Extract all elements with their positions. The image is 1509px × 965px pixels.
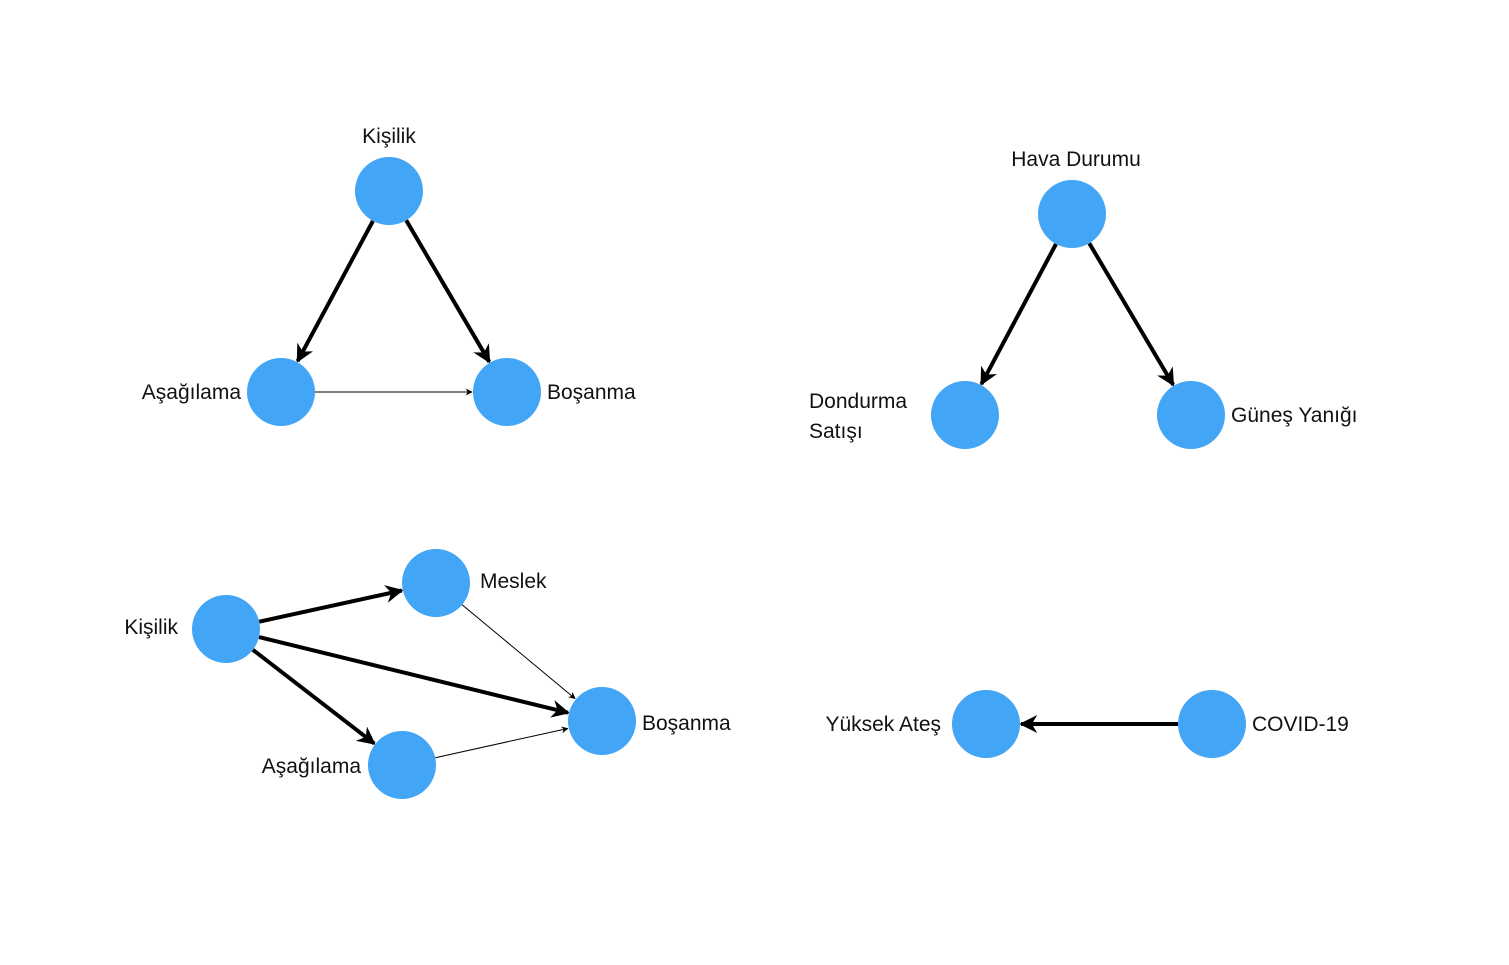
- node-label-kisilik: Kişilik: [124, 616, 178, 639]
- edges-layer: [251, 219, 1178, 759]
- node-label-bosanma: Boşanma: [642, 712, 731, 735]
- node-asagilama[interactable]: [247, 358, 315, 426]
- edge-meslek-to-bosanma: [461, 604, 576, 700]
- edge-kisilik-to-asagilama: [295, 220, 375, 363]
- node-dondurma[interactable]: [931, 381, 999, 449]
- edge-kisilik-to-asagilama: [251, 648, 376, 746]
- node-label-dondurma-line2: Satışı: [809, 420, 863, 443]
- node-asagilama[interactable]: [368, 731, 436, 799]
- node-label-asagilama: Aşağılama: [142, 381, 242, 404]
- node-bosanma[interactable]: [568, 687, 636, 755]
- edge-kisilik-to-bosanma: [404, 219, 492, 364]
- edge-kisilik-to-meslek: [258, 585, 404, 624]
- node-hava[interactable]: [1038, 180, 1106, 248]
- edge-hava-to-gunes: [1087, 242, 1175, 387]
- node-ates[interactable]: [952, 690, 1020, 758]
- node-label-gunes: Güneş Yanığı: [1231, 404, 1357, 427]
- node-label-ates: Yüksek Ateş: [825, 713, 941, 736]
- node-covid[interactable]: [1178, 690, 1246, 758]
- nodes-layer: [192, 157, 1246, 799]
- node-label-covid: COVID-19: [1252, 713, 1349, 736]
- node-label-asagilama: Aşağılama: [262, 755, 362, 778]
- node-label-hava: Hava Durumu: [1011, 148, 1141, 171]
- node-label-meslek: Meslek: [480, 570, 547, 593]
- node-gunes[interactable]: [1157, 381, 1225, 449]
- node-kisilik[interactable]: [355, 157, 423, 225]
- node-bosanma[interactable]: [473, 358, 541, 426]
- edge-hava-to-dondurma: [979, 243, 1058, 386]
- node-label-kisilik: Kişilik: [362, 125, 416, 148]
- node-meslek[interactable]: [402, 549, 470, 617]
- node-label-bosanma: Boşanma: [547, 381, 636, 404]
- edge-asagilama-to-bosanma: [435, 726, 569, 759]
- edge-kisilik-to-bosanma: [258, 635, 570, 718]
- node-kisilik[interactable]: [192, 595, 260, 663]
- node-label-dondurma: Dondurma: [809, 390, 907, 413]
